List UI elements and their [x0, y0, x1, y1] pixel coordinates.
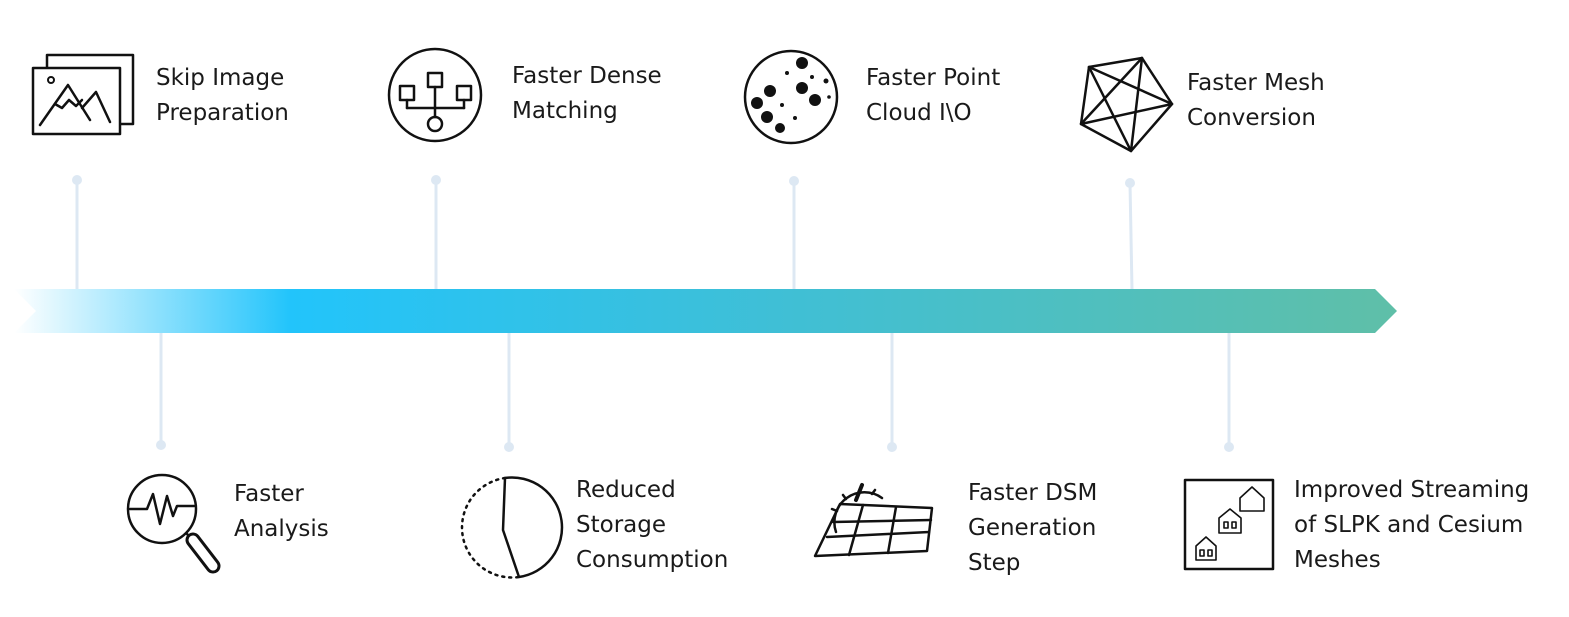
label-line: Analysis	[234, 516, 329, 542]
gauge-grid-icon	[813, 483, 934, 558]
label-line: Conversion	[1187, 105, 1316, 131]
stems-top	[72, 175, 1135, 291]
label-line: of SLPK and Cesium	[1294, 512, 1524, 538]
label-line: Cloud I\O	[866, 100, 972, 126]
image-icon	[31, 53, 135, 136]
label-line: Improved Streaming	[1294, 477, 1530, 503]
label-line: Faster Dense	[512, 63, 662, 89]
label-line: Faster Mesh	[1187, 70, 1325, 96]
network-tree-icon	[387, 47, 483, 143]
half-circle-icon	[460, 476, 564, 579]
label-line: Skip Image	[156, 65, 285, 91]
point-cloud-icon	[743, 49, 839, 145]
label-line: Preparation	[156, 100, 289, 126]
label-line: Reduced	[576, 477, 676, 503]
label-line: Faster	[234, 481, 304, 507]
label-line: Matching	[512, 98, 618, 124]
magnifier-waveform-icon	[126, 473, 221, 574]
label-line: Meshes	[1294, 547, 1381, 573]
label-line: Step	[968, 550, 1021, 576]
label-line: Faster DSM	[968, 480, 1098, 506]
stems-bottom	[156, 330, 1234, 452]
label-line: Consumption	[576, 547, 729, 573]
label-line: Storage	[576, 512, 666, 538]
mesh-polygon-icon	[1079, 56, 1174, 153]
label-line: Faster Point	[866, 65, 1001, 91]
timeline-arrow	[14, 289, 1397, 333]
houses-icon	[1183, 478, 1275, 571]
label-line: Generation	[968, 515, 1097, 541]
